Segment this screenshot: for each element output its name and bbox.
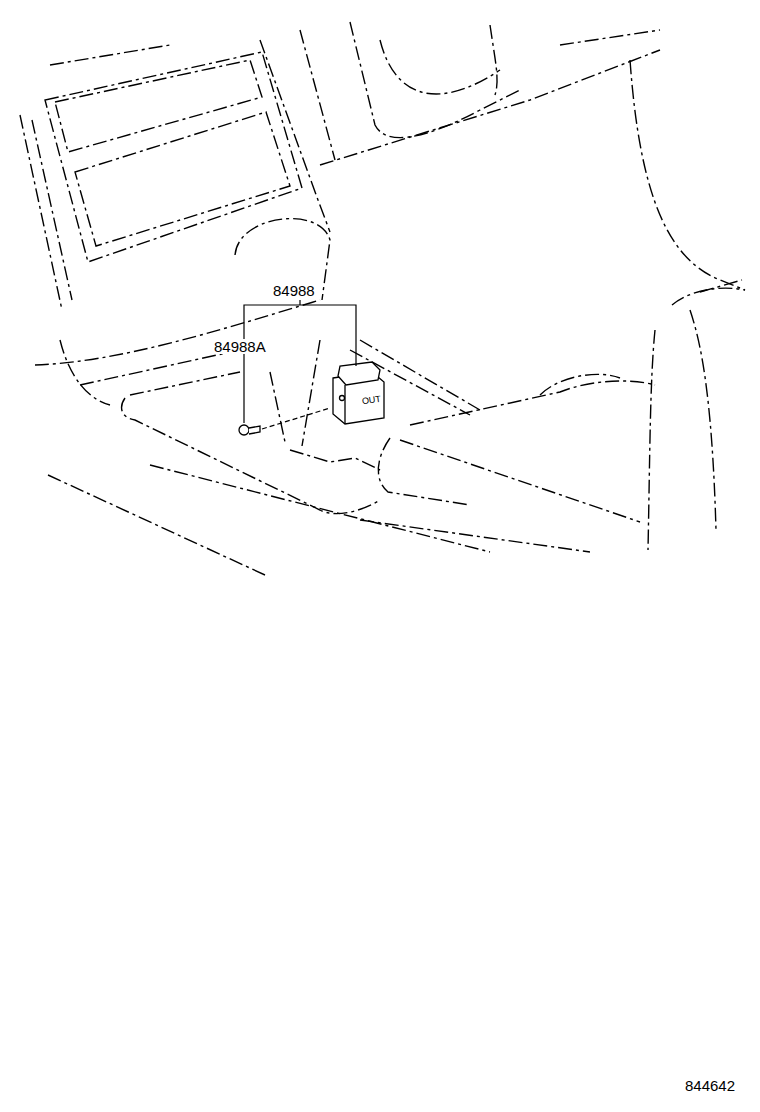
part-number: 84988 bbox=[272, 283, 316, 298]
figure-number: 844642 bbox=[684, 1078, 736, 1093]
screw-symbol bbox=[239, 425, 260, 435]
leader-lines bbox=[244, 300, 356, 429]
part-number: 84988A bbox=[213, 339, 267, 354]
phantom-lines bbox=[20, 22, 745, 575]
switch-symbol bbox=[333, 362, 384, 424]
